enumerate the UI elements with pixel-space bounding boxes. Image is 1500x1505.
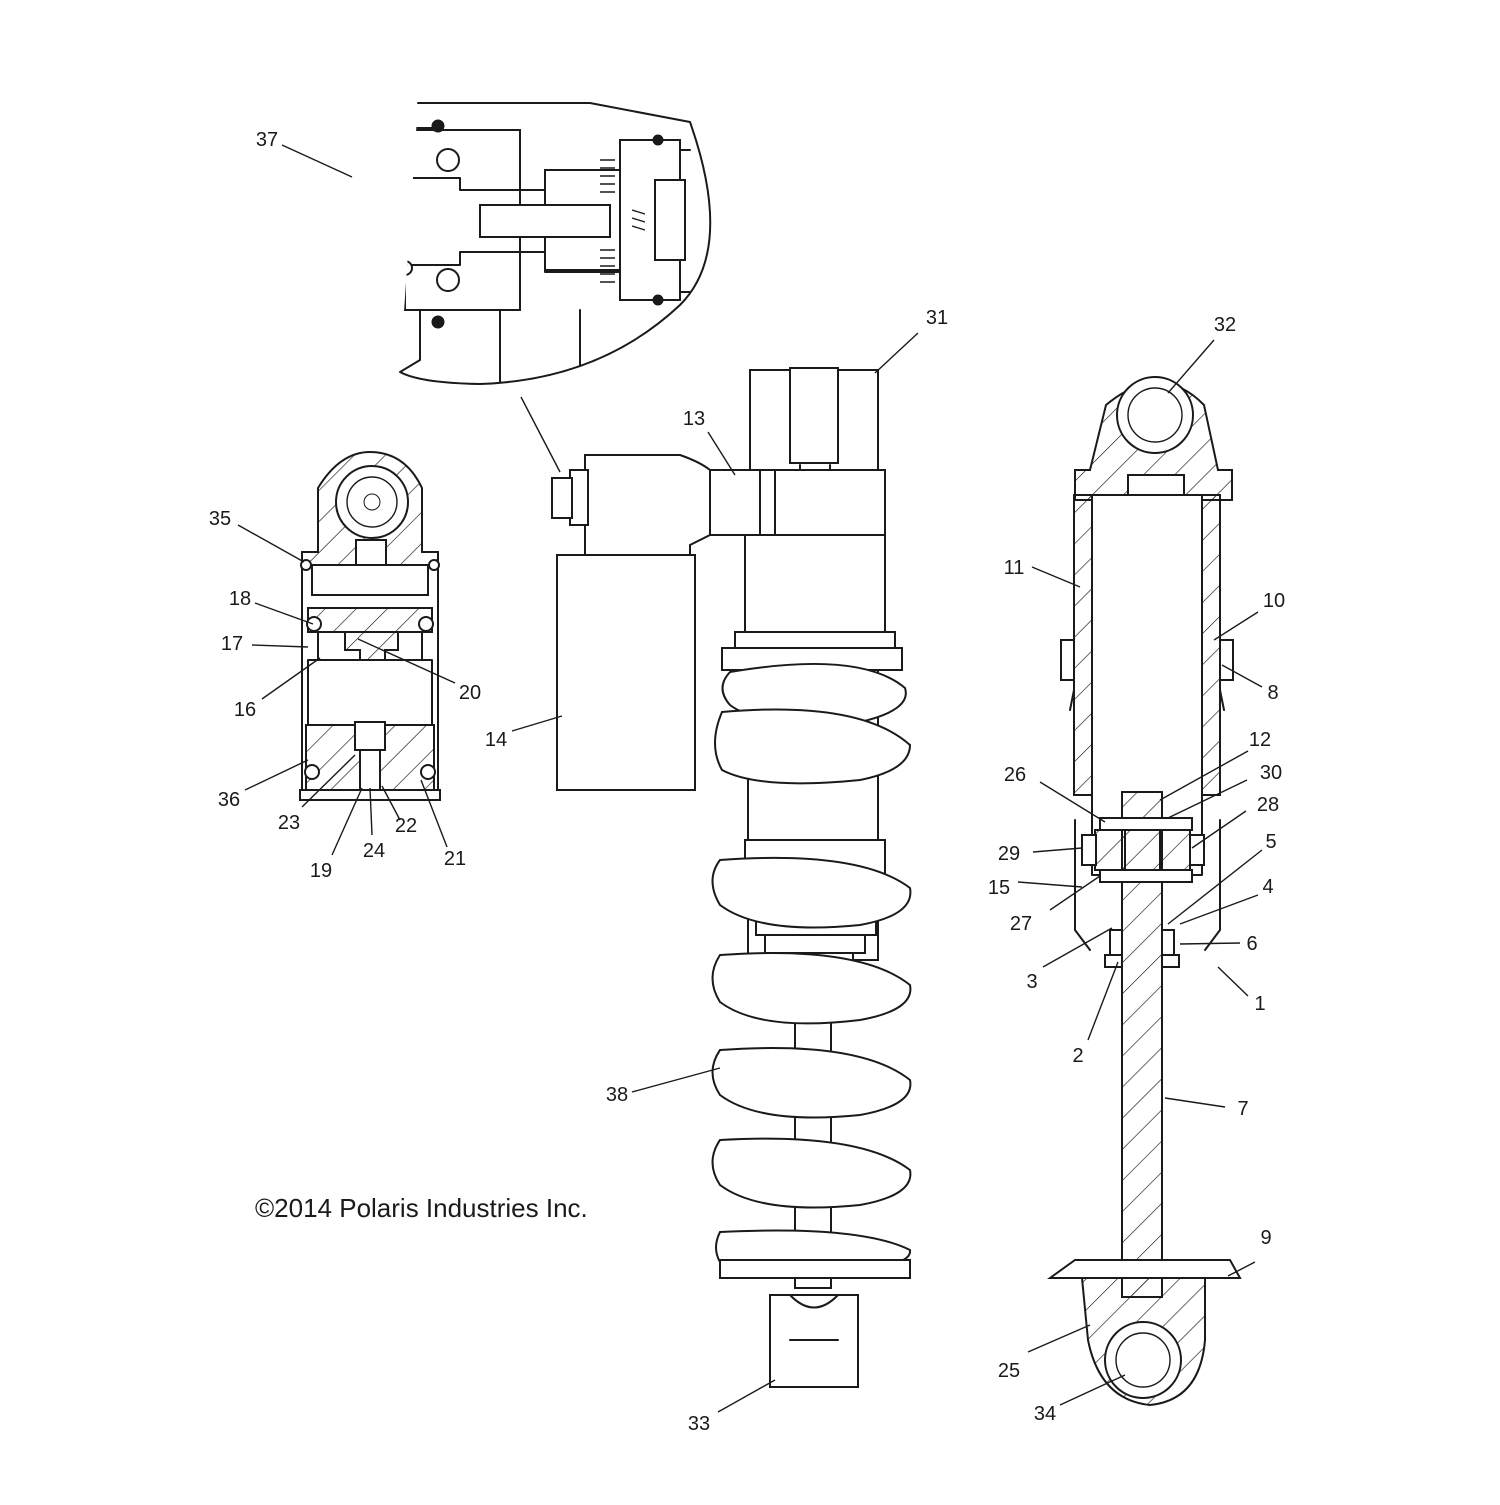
callout-23: 23 [278, 812, 300, 834]
callout-16: 16 [234, 699, 256, 721]
callout-35: 35 [209, 508, 231, 530]
callout-6: 6 [1246, 933, 1257, 955]
callout-36: 36 [218, 789, 240, 811]
callout-3: 3 [1026, 971, 1037, 993]
callout-31: 31 [926, 307, 948, 329]
callout-32: 32 [1214, 314, 1236, 336]
copyright-notice: ©2014 Polaris Industries Inc. [255, 1193, 588, 1223]
callout-26: 26 [1004, 764, 1026, 786]
shock-cross-section [1046, 376, 1242, 1407]
callout-4: 4 [1262, 876, 1273, 898]
callout-1: 1 [1254, 993, 1265, 1015]
callout-33: 33 [688, 1413, 710, 1435]
shock-assembly [551, 367, 912, 1388]
callout-27: 27 [1010, 913, 1032, 935]
callout-7: 7 [1237, 1098, 1248, 1120]
callout-8: 8 [1267, 682, 1278, 704]
callout-2: 2 [1072, 1045, 1083, 1067]
callout-14: 14 [485, 729, 507, 751]
callout-24: 24 [363, 840, 385, 862]
callout-21: 21 [444, 848, 466, 870]
callout-25: 25 [998, 1360, 1020, 1382]
callout-18: 18 [229, 588, 251, 610]
callout-15: 15 [988, 877, 1010, 899]
callout-labels: 1 2 3 4 5 6 7 8 9 10 11 12 13 14 15 16 1… [209, 129, 1285, 1435]
callout-30: 30 [1260, 762, 1282, 784]
callout-17: 17 [221, 633, 243, 655]
callout-20: 20 [459, 682, 481, 704]
callout-38: 38 [606, 1084, 628, 1106]
callout-10: 10 [1263, 590, 1285, 612]
callout-29: 29 [998, 843, 1020, 865]
callout-9: 9 [1260, 1227, 1271, 1249]
callout-22: 22 [395, 815, 417, 837]
callout-37: 37 [256, 129, 278, 151]
inset-pointer-line [520, 396, 561, 473]
detail-inset-valve [399, 102, 712, 385]
reservoir-section [299, 450, 441, 801]
callout-11: 11 [1004, 557, 1025, 579]
callout-28: 28 [1257, 794, 1279, 816]
callout-19: 19 [310, 860, 332, 882]
callout-12: 12 [1249, 729, 1271, 751]
callout-34: 34 [1034, 1403, 1056, 1425]
callout-5: 5 [1265, 831, 1276, 853]
callout-13: 13 [683, 408, 705, 430]
leader-lines [237, 144, 1263, 1413]
